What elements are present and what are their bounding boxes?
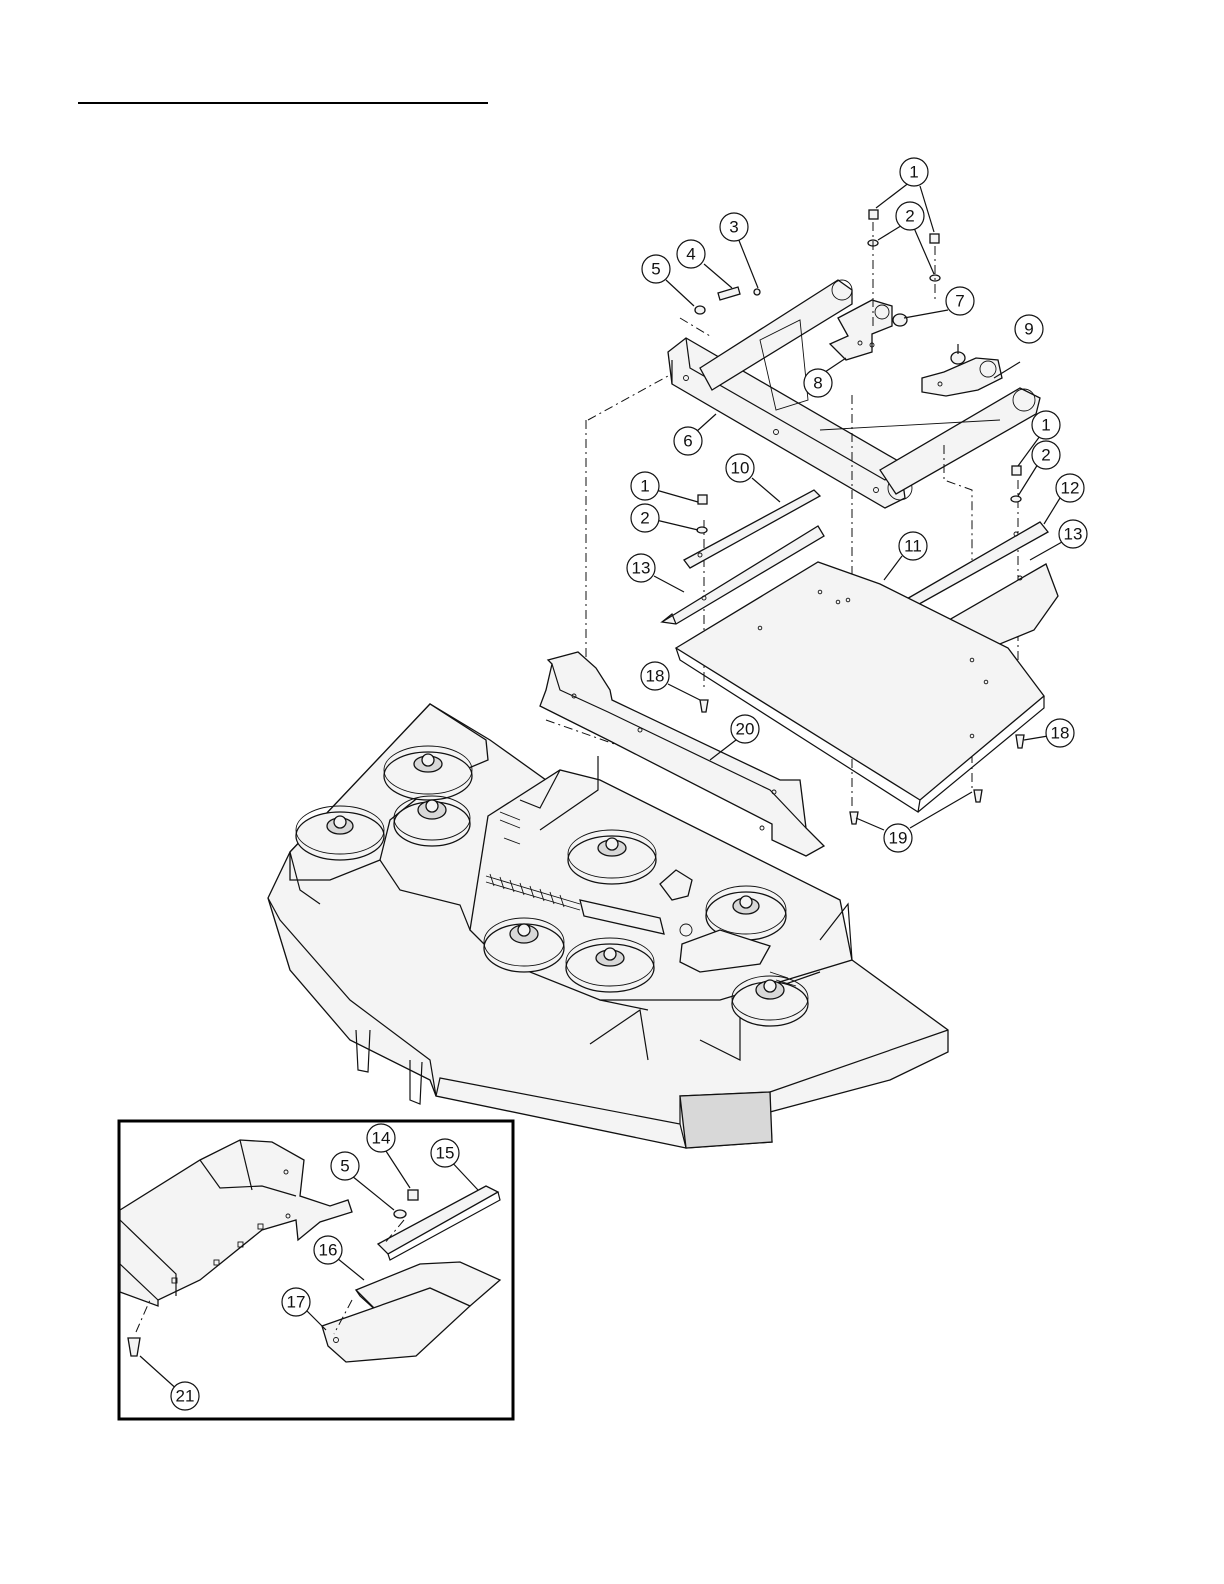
svg-text:18: 18 bbox=[646, 667, 665, 686]
callout-3: 3 bbox=[720, 213, 748, 241]
callout-1-left: 1 bbox=[631, 472, 659, 500]
bracket-right bbox=[922, 358, 1002, 396]
svg-text:1: 1 bbox=[1041, 416, 1050, 435]
svg-text:1: 1 bbox=[909, 163, 918, 182]
svg-text:15: 15 bbox=[436, 1144, 455, 1163]
callout-9: 9 bbox=[1015, 315, 1043, 343]
callout-21: 21 bbox=[171, 1382, 199, 1410]
svg-text:7: 7 bbox=[955, 292, 964, 311]
svg-text:1: 1 bbox=[640, 477, 649, 496]
callout-2: 2 bbox=[896, 202, 924, 230]
svg-text:8: 8 bbox=[813, 374, 822, 393]
svg-text:13: 13 bbox=[1064, 525, 1083, 544]
svg-text:10: 10 bbox=[731, 459, 750, 478]
callout-11: 11 bbox=[899, 532, 927, 560]
svg-text:19: 19 bbox=[889, 829, 908, 848]
svg-text:12: 12 bbox=[1061, 479, 1080, 498]
callout-15: 15 bbox=[431, 1139, 459, 1167]
inset-detail bbox=[119, 1121, 513, 1419]
svg-text:17: 17 bbox=[287, 1293, 306, 1312]
washers bbox=[893, 314, 965, 364]
svg-text:14: 14 bbox=[372, 1129, 391, 1148]
callout-12: 12 bbox=[1056, 474, 1084, 502]
callout-10: 10 bbox=[726, 454, 754, 482]
svg-text:13: 13 bbox=[632, 559, 651, 578]
callout-17: 17 bbox=[282, 1288, 310, 1316]
svg-text:16: 16 bbox=[319, 1241, 338, 1260]
svg-text:9: 9 bbox=[1024, 320, 1033, 339]
svg-text:5: 5 bbox=[651, 260, 660, 279]
svg-text:3: 3 bbox=[729, 218, 738, 237]
callout-16: 16 bbox=[314, 1236, 342, 1264]
svg-text:2: 2 bbox=[1041, 446, 1050, 465]
svg-text:11: 11 bbox=[904, 537, 922, 556]
callout-13-right: 13 bbox=[1059, 520, 1087, 548]
callout-20: 20 bbox=[731, 715, 759, 743]
svg-text:4: 4 bbox=[686, 245, 695, 264]
callout-18-right: 18 bbox=[1046, 719, 1074, 747]
callout-13-left: 13 bbox=[627, 554, 655, 582]
callout-2-left: 2 bbox=[631, 504, 659, 532]
callout-4: 4 bbox=[677, 240, 705, 268]
svg-text:2: 2 bbox=[640, 509, 649, 528]
callout-7: 7 bbox=[946, 287, 974, 315]
svg-text:5: 5 bbox=[340, 1157, 349, 1176]
svg-text:20: 20 bbox=[736, 720, 755, 739]
callout-6: 6 bbox=[674, 427, 702, 455]
callout-14: 14 bbox=[367, 1124, 395, 1152]
callout-5-inset: 5 bbox=[331, 1152, 359, 1180]
callout-19: 19 bbox=[884, 824, 912, 852]
callout-2-right: 2 bbox=[1032, 441, 1060, 469]
callout-1-right: 1 bbox=[1032, 411, 1060, 439]
svg-text:6: 6 bbox=[683, 432, 692, 451]
svg-text:21: 21 bbox=[176, 1387, 195, 1406]
callout-18-left: 18 bbox=[641, 662, 669, 690]
callout-5: 5 bbox=[642, 255, 670, 283]
mower-deck bbox=[268, 704, 948, 1148]
svg-text:2: 2 bbox=[905, 207, 914, 226]
callout-1: 1 bbox=[900, 158, 928, 186]
svg-text:18: 18 bbox=[1051, 724, 1070, 743]
callout-8: 8 bbox=[804, 369, 832, 397]
